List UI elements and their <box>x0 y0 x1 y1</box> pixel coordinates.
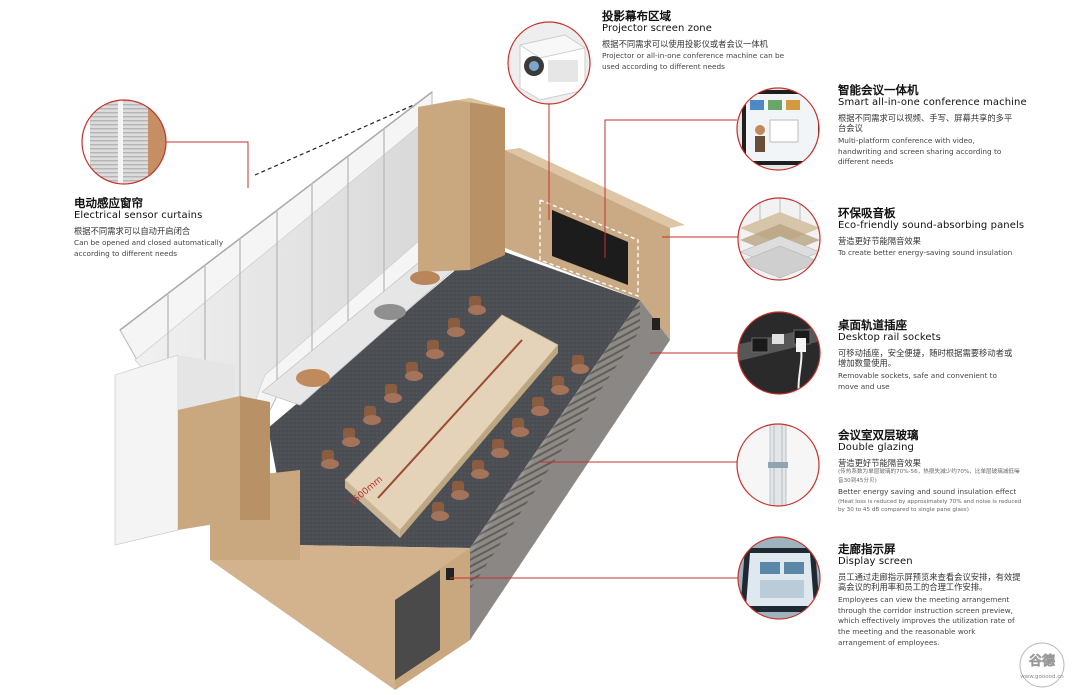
chairs-left <box>321 296 486 469</box>
sockets-zh-title: 桌面轨道插座 <box>838 318 907 332</box>
curtains-thumbnail <box>81 99 167 185</box>
glazing-thumbnail <box>736 423 820 507</box>
chair-right-back <box>492 439 504 451</box>
glazing-zh-desc: 营造更好节能隔音效果 <box>838 457 921 468</box>
chair-left-back <box>448 318 460 330</box>
chair-left <box>405 371 423 381</box>
callout-curtains: 电动感应窗帘 Electrical sensor curtains 根据不同需求… <box>74 196 234 260</box>
curtains-en-desc: Can be opened and closed automatically a… <box>74 238 224 259</box>
projector-zh-title: 投影幕布区域 <box>602 9 671 23</box>
chair-right <box>511 427 529 437</box>
projector-en-title: Projector screen zone <box>602 23 713 35</box>
display-en-title: Display screen <box>838 556 913 568</box>
white-column <box>114 354 179 546</box>
chair-left <box>342 437 360 447</box>
chair-right <box>431 511 449 521</box>
chair-left-back <box>343 428 355 440</box>
sockets-thumbnail <box>737 311 821 395</box>
chair-left-back <box>469 296 481 308</box>
display-thumbnail <box>737 536 821 620</box>
glazing-en-title: Double glazing <box>838 442 914 454</box>
smart-machine-en-desc: Multi-platform conference with video, ha… <box>838 135 1002 167</box>
watermark-logo: 谷德 www.gooood.cn <box>1019 642 1065 688</box>
callout-sockets: 桌面轨道插座 Desktop rail sockets 可移动插座，安全便捷，随… <box>838 318 1018 392</box>
sockets-zh-desc: 可移动插座，安全便捷，随时根据需要移动者或增加数量使用。 <box>838 347 1013 369</box>
glazed-wall <box>440 300 670 640</box>
panels-zh-desc: 营造更好节能隔音效果 <box>838 235 921 246</box>
wood-column <box>418 98 470 272</box>
chair-right <box>571 364 589 374</box>
chair-right-back <box>432 502 444 514</box>
panels-en-desc: To create better energy-saving sound ins… <box>838 248 1013 258</box>
glazing-zh-title: 会议室双层玻璃 <box>838 428 919 442</box>
sockets-en-title: Desktop rail sockets <box>838 332 941 344</box>
projector-zh-desc: 根据不同需求可以使用投影仪或者会议一体机 <box>602 38 768 49</box>
chair-right <box>531 406 549 416</box>
panels-thumbnail <box>737 197 821 281</box>
curtains-en-title: Electrical sensor curtains <box>74 210 203 222</box>
chair-left <box>426 349 444 359</box>
callout-display: 走廊指示屏 Display screen 员工通过走廊指示屏预览来查看会议安排，… <box>838 542 1023 649</box>
smart-machine-zh-desc: 根据不同需求可以视频、手写、屏幕共享的多平台会议 <box>838 112 1013 134</box>
chair-right-back <box>552 376 564 388</box>
panels-en-title: Eco-friendly sound-absorbing panels <box>838 220 1025 232</box>
display-zh-title: 走廊指示屏 <box>838 542 896 556</box>
chair-right <box>551 385 569 395</box>
callout-smart-machine: 智能会议一体机 Smart all-in-one conference mach… <box>838 83 1027 168</box>
glazing-zh-note: (传热系数为单层玻璃的70%-56，热损失减少约70%，比单层玻璃减低噪音30到… <box>838 469 1020 484</box>
chair-left-back <box>322 450 334 462</box>
curtains-zh-title: 电动感应窗帘 <box>74 196 143 210</box>
callout-glazing: 会议室双层玻璃 Double glazing 营造更好节能隔音效果 (传热系数为… <box>838 428 1023 515</box>
chair-right <box>471 469 489 479</box>
watermark-title: 谷德 <box>1029 653 1055 669</box>
smart-machine-zh-title: 智能会议一体机 <box>838 83 919 97</box>
watermark-url: www.gooood.cn <box>1020 674 1064 680</box>
chair-right-back <box>452 481 464 493</box>
chair-right-back <box>512 418 524 430</box>
callout-projector: 投影幕布区域 Projector screen zone 根据不同需求可以使用投… <box>602 9 802 73</box>
chair-right-back <box>532 397 544 409</box>
glazing-en-desc: Better energy saving and sound insulatio… <box>838 487 1017 497</box>
chair-left-back <box>385 384 397 396</box>
chair-left <box>384 393 402 403</box>
chair-right <box>451 490 469 500</box>
smart-machine-thumbnail <box>736 87 820 171</box>
display-zh-desc: 员工通过走廊指示屏预览来查看会议安排，有效提高会议的利用率和员工的合理工作安排。 <box>838 571 1021 593</box>
chair-left <box>447 327 465 337</box>
chair-right <box>491 448 509 458</box>
chair-left-back <box>427 340 439 352</box>
smart-machine-en-title: Smart all-in-one conference machine <box>838 97 1027 109</box>
curtains-zh-desc: 根据不同需求可以自动开启闭合 <box>74 225 191 236</box>
panels-zh-title: 环保吸音板 <box>838 206 896 220</box>
chairs-right <box>431 355 589 521</box>
display-en-desc: Employees can view the meeting arrangeme… <box>838 594 1015 648</box>
projector-thumbnail <box>507 21 591 105</box>
chair-right-back <box>472 460 484 472</box>
chair-left <box>468 305 486 315</box>
projector-en-desc: Projector or all-in-one conference machi… <box>602 51 785 72</box>
chair-left-back <box>364 406 376 418</box>
leader-lines <box>166 104 738 579</box>
room-model: 1500mm <box>114 90 685 690</box>
chair-left-back <box>406 362 418 374</box>
sockets-en-desc: Removable sockets, safe and convenient t… <box>838 370 997 391</box>
chair-right-back <box>572 355 584 367</box>
projector-screen <box>552 210 628 285</box>
glazing-en-note: (Heat loss is reduced by approximately 7… <box>838 498 1022 514</box>
chair-left <box>321 459 339 469</box>
callout-panels: 环保吸音板 Eco-friendly sound-absorbing panel… <box>838 206 1038 259</box>
chair-left <box>363 415 381 425</box>
